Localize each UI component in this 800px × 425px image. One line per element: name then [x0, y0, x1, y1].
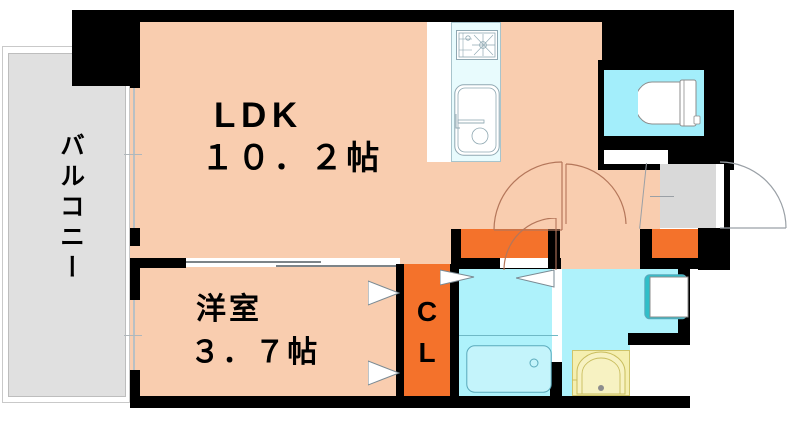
- wall-entrance-below: [698, 228, 730, 270]
- wall-left-mid: [130, 228, 140, 246]
- washer-pan-icon: [644, 274, 692, 322]
- washbasin-icon: [572, 350, 630, 396]
- ldk-door-swing-icon: [490, 158, 568, 236]
- closet-main: [404, 264, 450, 396]
- closet-upper-left: [460, 229, 548, 259]
- wall-top: [130, 10, 606, 22]
- washroom-door-fold-icon: [440, 269, 476, 287]
- bedroom-area-label: ３．７帖: [190, 336, 320, 369]
- balcony-label: バルコニー: [56, 132, 85, 285]
- ldk-name-label: LDK: [214, 96, 303, 135]
- bedroom-closet-door-bottom-icon: [368, 360, 400, 386]
- wall-closet-right: [449, 264, 459, 398]
- toilet-icon: [638, 78, 704, 128]
- closet-label-c: C: [416, 296, 438, 327]
- closet-label-l: L: [418, 336, 436, 368]
- wall-bottom-bedroom: [130, 396, 402, 408]
- wall-ldk-bedroom: [134, 258, 186, 268]
- gas-stove-icon: [456, 30, 498, 60]
- entrance-threshold-mark: [650, 196, 674, 197]
- bedroom-closet-door-top-icon: [368, 280, 400, 306]
- wall-bottom-water: [400, 396, 690, 408]
- balcony-inner-line: [8, 53, 126, 397]
- wall-closet-upper-left-right-edge: [548, 229, 560, 259]
- bathtub-icon: [466, 345, 552, 393]
- wall-bedroom-right: [396, 264, 406, 398]
- wall-left-lower: [130, 370, 140, 406]
- kitchen-sink-icon: [454, 84, 500, 156]
- bath-door-fold-icon: [516, 269, 556, 289]
- bath-door: [552, 269, 562, 369]
- hall-floor-upper: [500, 168, 560, 232]
- wall-closet-bar-right: [640, 258, 698, 269]
- entrance-door-swing-icon: [712, 160, 800, 236]
- window-mark-lower: [124, 335, 142, 336]
- bedroom-name-label: 洋室: [196, 293, 262, 326]
- hall-door-swing-icon-1: [560, 162, 632, 230]
- wall-left-upper: [130, 78, 140, 88]
- wall-washroom-step: [628, 333, 690, 345]
- sliding-door-rail-back: [186, 261, 321, 263]
- toilet-door: [604, 150, 668, 164]
- hall-door-swing-icon-2: [502, 218, 564, 274]
- closet-door-gap-left: [500, 258, 548, 268]
- window-mark-upper: [124, 154, 142, 155]
- bath-zone-divider: [459, 335, 558, 336]
- kitchen-front-gap: [427, 22, 451, 162]
- wall-closet-upper-left-edge: [451, 229, 461, 269]
- closet-main-label: C L: [404, 292, 450, 373]
- entrance-door-leaf: [716, 164, 724, 228]
- balcony-floor: [8, 53, 126, 397]
- wall-left-bedroom: [130, 258, 140, 300]
- closet-upper-right: [650, 229, 698, 259]
- sliding-door-rail-front: [276, 265, 420, 267]
- wall-bath-divider-lower: [550, 362, 562, 398]
- kitchen-counter-outline: [451, 22, 501, 162]
- ldk-area-label: １０．２帖: [201, 139, 383, 176]
- bedroom-floor: [130, 264, 400, 396]
- balcony-outer-frame: [2, 46, 130, 403]
- wall-top-left-block: [72, 10, 140, 86]
- window-line-upper: [133, 88, 135, 228]
